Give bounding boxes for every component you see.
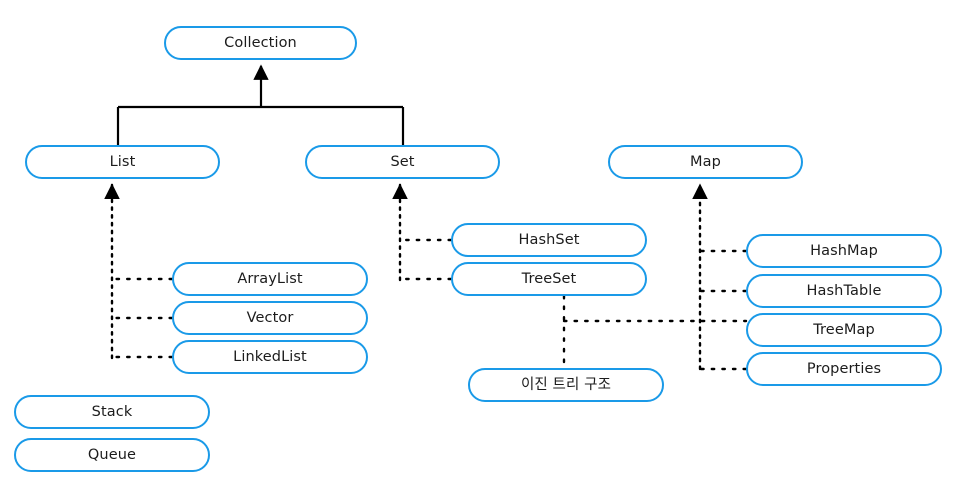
node-label: Collection xyxy=(224,34,297,51)
node-label: LinkedList xyxy=(233,348,307,365)
node-treemap[interactable]: TreeMap xyxy=(746,313,942,347)
node-label: List xyxy=(109,153,136,170)
node-collection[interactable]: Collection xyxy=(164,26,357,60)
node-label: TreeSet xyxy=(521,270,577,287)
node-hashset[interactable]: HashSet xyxy=(451,223,647,257)
node-label: Stack xyxy=(91,403,133,420)
node-label: Map xyxy=(690,153,721,170)
node-set[interactable]: Set xyxy=(305,145,500,179)
node-label: Set xyxy=(390,153,415,170)
node-map[interactable]: Map xyxy=(608,145,803,179)
node-hashmap[interactable]: HashMap xyxy=(746,234,942,268)
edge-collection-trunk xyxy=(116,64,405,145)
node-label: HashSet xyxy=(518,231,580,248)
node-label: 이진 트리 구조 xyxy=(520,376,612,393)
edge-group-set-implementations xyxy=(392,183,453,282)
node-label: Vector xyxy=(246,309,294,326)
node-list[interactable]: List xyxy=(25,145,220,179)
node-queue[interactable]: Queue xyxy=(14,438,210,472)
node-arraylist[interactable]: ArrayList xyxy=(172,262,368,296)
node-label: HashMap xyxy=(810,242,878,259)
node-binary-tree-structure[interactable]: 이진 트리 구조 xyxy=(468,368,664,402)
node-properties[interactable]: Properties xyxy=(746,352,942,386)
edge-group-list-implementations xyxy=(104,183,174,360)
node-linkedlist[interactable]: LinkedList xyxy=(172,340,368,374)
node-label: ArrayList xyxy=(237,270,303,287)
node-hashtable[interactable]: HashTable xyxy=(746,274,942,308)
node-label: TreeMap xyxy=(813,321,875,338)
node-label: Queue xyxy=(87,446,137,463)
edge-group-treeset-notes xyxy=(562,294,748,370)
node-treeset[interactable]: TreeSet xyxy=(451,262,647,296)
node-label: Properties xyxy=(806,360,882,377)
node-stack[interactable]: Stack xyxy=(14,395,210,429)
node-label: HashTable xyxy=(806,282,882,299)
node-vector[interactable]: Vector xyxy=(172,301,368,335)
edge-group-map-implementations xyxy=(692,183,748,371)
